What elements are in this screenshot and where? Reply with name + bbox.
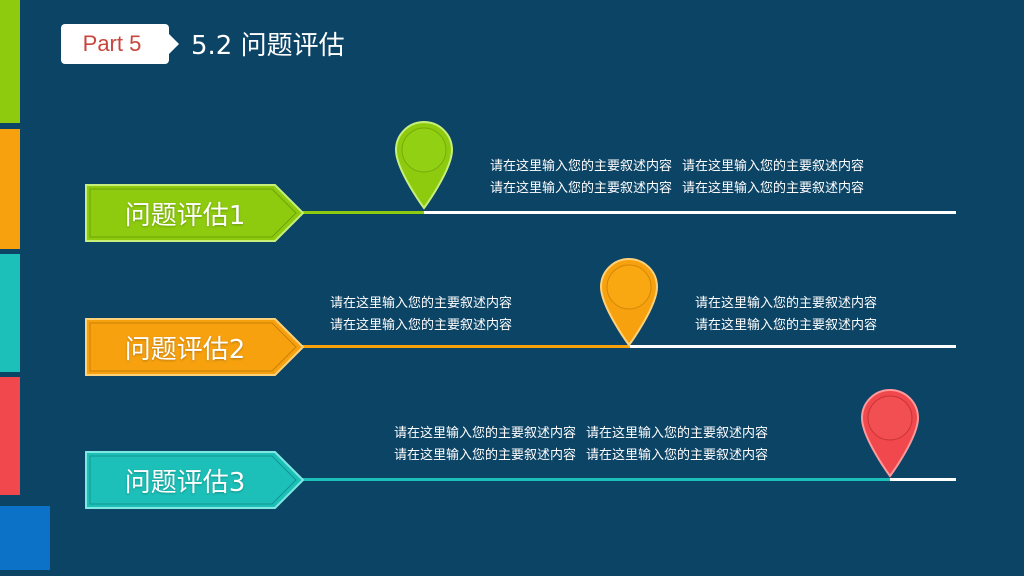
timeline-line <box>888 478 956 481</box>
description-text: 请在这里输入您的主要叙述内容 <box>695 296 878 311</box>
description-block: 请在这里输入您的主要叙述内容请在这里输入您的主要叙述内容 请在这里输入您的主要叙… <box>490 156 864 200</box>
description-block-left: 请在这里输入您的主要叙述内容 请在这里输入您的主要叙述内容 <box>330 293 512 337</box>
side-bar-teal <box>0 254 20 372</box>
label-arrow-shape <box>85 318 305 376</box>
description-text: 请在这里输入您的主要叙述内容 <box>330 318 513 333</box>
description-text: 请在这里输入您的主要叙述内容 <box>490 159 673 174</box>
assessment-label-1: 问题评估1 <box>124 200 246 231</box>
description-text: 请在这里输入您的主要叙述内容 <box>490 181 673 196</box>
description-text: 请在这里输入您的主要叙述内容 <box>695 318 878 333</box>
description-text: 请在这里输入您的主要叙述内容 <box>682 159 865 174</box>
side-bar-red <box>0 377 20 495</box>
description-text: 请在这里输入您的主要叙述内容 <box>330 296 513 311</box>
timeline-line-accent <box>300 211 424 214</box>
description-text: 请在这里输入您的主要叙述内容 <box>586 426 769 441</box>
description-line: 请在这里输入您的主要叙述内容请在这里输入您的主要叙述内容 <box>490 156 864 178</box>
map-pin-icon <box>860 389 920 478</box>
side-bar-blue <box>0 506 50 570</box>
label-arrow-shape <box>85 184 305 242</box>
description-text: 请在这里输入您的主要叙述内容 <box>394 448 577 463</box>
assessment-label-2: 问题评估2 <box>124 334 246 365</box>
map-pin-icon <box>599 258 659 347</box>
description-text: 请在这里输入您的主要叙述内容 <box>586 448 769 463</box>
description-block: 请在这里输入您的主要叙述内容请在这里输入您的主要叙述内容 请在这里输入您的主要叙… <box>394 423 768 467</box>
part-badge-arrow <box>169 34 179 54</box>
part-badge: Part 5 <box>61 24 169 64</box>
description-block-right: 请在这里输入您的主要叙述内容 请在这里输入您的主要叙述内容 <box>695 293 877 337</box>
description-line: 请在这里输入您的主要叙述内容请在这里输入您的主要叙述内容 <box>394 423 768 445</box>
timeline-line-accent <box>300 345 630 348</box>
timeline-line <box>628 345 956 348</box>
label-arrow-shape <box>85 451 305 509</box>
side-bar-green <box>0 0 20 123</box>
description-text: 请在这里输入您的主要叙述内容 <box>394 426 577 441</box>
assessment-label-3: 问题评估3 <box>124 467 246 498</box>
map-pin-icon <box>394 121 454 210</box>
description-line: 请在这里输入您的主要叙述内容请在这里输入您的主要叙述内容 <box>490 178 864 200</box>
slide-title: 5.2 问题评估 <box>191 31 345 61</box>
description-text: 请在这里输入您的主要叙述内容 <box>682 181 865 196</box>
timeline-line-accent <box>300 478 890 481</box>
timeline-line <box>420 211 956 214</box>
side-bar-orange <box>0 129 20 249</box>
description-line: 请在这里输入您的主要叙述内容请在这里输入您的主要叙述内容 <box>394 445 768 467</box>
part-label: Part 5 <box>82 31 142 56</box>
